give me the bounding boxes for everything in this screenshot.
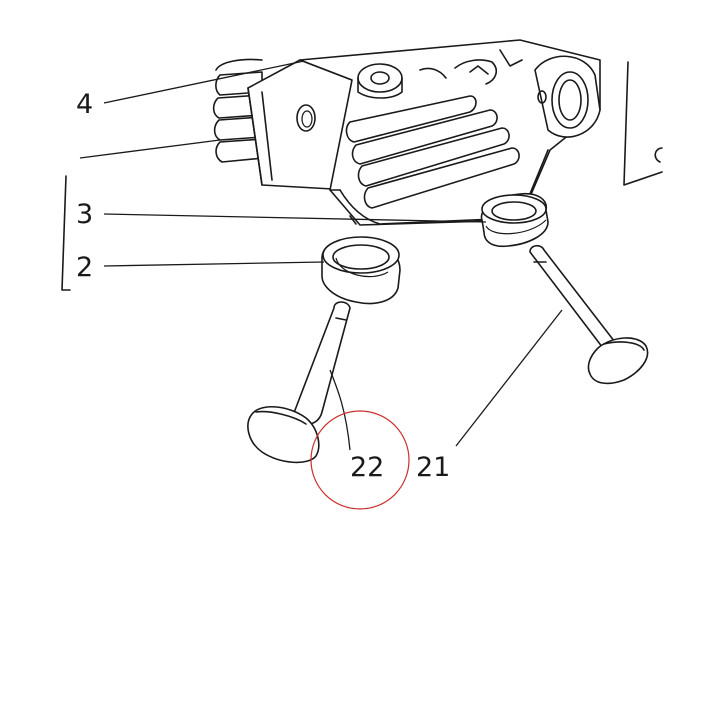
leader-lines	[79, 60, 563, 451]
callout-22: 22	[350, 452, 384, 483]
exhaust-valve	[247, 301, 351, 464]
left-bracket	[61, 175, 71, 291]
leader-3	[103, 213, 487, 223]
leader-4	[103, 60, 305, 104]
callout-21: 21	[416, 452, 450, 483]
highlight-circle	[310, 410, 410, 510]
cylinder-head	[212, 39, 601, 226]
callout-2: 2	[76, 252, 93, 283]
leader-21	[455, 309, 563, 447]
leader-2	[103, 261, 325, 267]
valve-guide	[480, 192, 549, 248]
front-fins	[345, 95, 520, 209]
callout-3: 3	[76, 199, 93, 230]
intake-valve	[529, 244, 649, 385]
leader-4b	[79, 139, 221, 159]
valve-seat	[321, 236, 401, 305]
leader-22	[329, 369, 351, 451]
right-bracket	[623, 61, 663, 186]
callout-4: 4	[76, 89, 93, 120]
